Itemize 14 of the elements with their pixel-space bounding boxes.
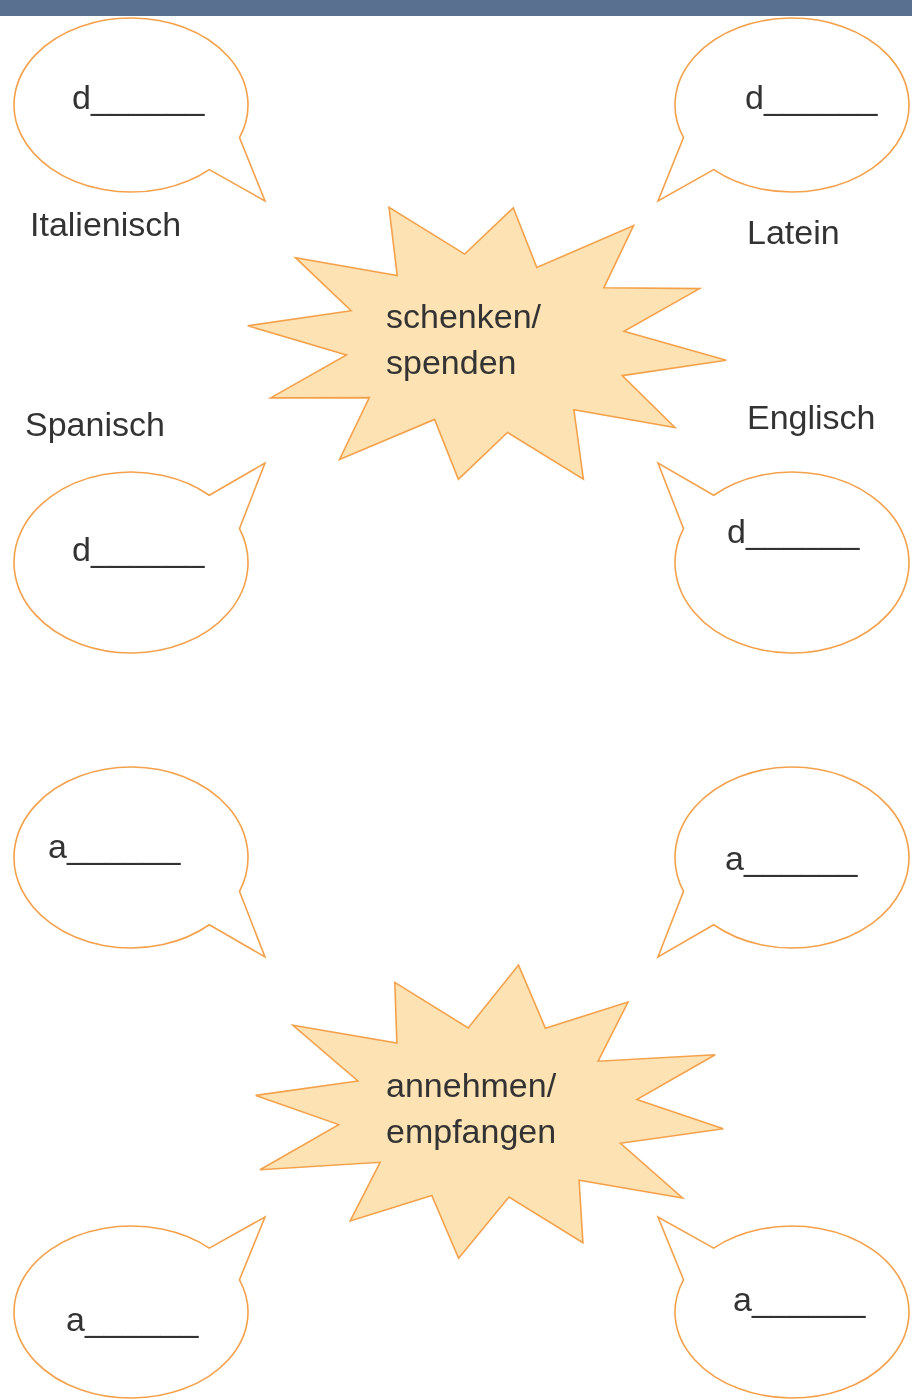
fill-in-prompt: d______ — [72, 529, 205, 570]
fill-in-prompt: d______ — [745, 77, 878, 118]
fill-in-prompt: a______ — [48, 826, 181, 867]
fill-in-prompt: a______ — [66, 1299, 199, 1340]
language-label: Spanisch — [25, 405, 165, 444]
fill-in-prompt: d______ — [727, 511, 860, 552]
language-label: Englisch — [747, 398, 876, 437]
language-label: Latein — [747, 213, 840, 252]
language-label: Italienisch — [30, 205, 182, 244]
fill-in-prompt: a______ — [725, 838, 858, 879]
verb-text: schenken/ spenden — [386, 296, 542, 383]
fill-in-prompt: d______ — [72, 77, 205, 118]
fill-in-prompt: a______ — [733, 1279, 866, 1320]
verb-text: annehmen/ empfangen — [386, 1065, 558, 1152]
